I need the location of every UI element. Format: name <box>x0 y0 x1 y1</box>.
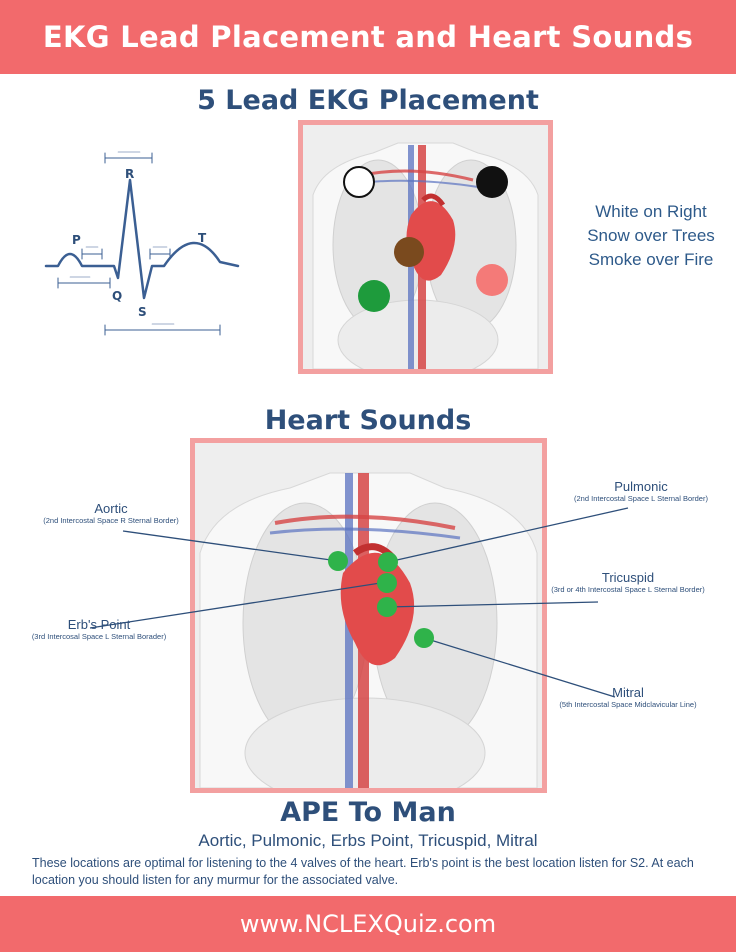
black-lead-electrode <box>476 166 508 198</box>
lead-electrodes <box>343 166 508 312</box>
mitral-point-marker <box>414 628 434 648</box>
tricuspid-label: Tricuspid (3rd or 4th Intercostal Space … <box>522 570 734 594</box>
mnemonic-line-1: White on Right <box>595 202 707 221</box>
ape-mnemonic-title: APE To Man <box>280 797 456 828</box>
aortic-label: Aortic (2nd Intercostal Space R Sternal … <box>16 501 206 525</box>
green-lead-electrode <box>358 280 390 312</box>
aortic-point-marker <box>328 551 348 571</box>
mitral-label: Mitral (5th Intercostal Space Midclavicu… <box>530 685 726 709</box>
aortic-name: Aortic <box>94 501 128 516</box>
pulmonic-name: Pulmonic <box>614 479 668 494</box>
brown-lead-electrode <box>394 237 424 267</box>
aortic-detail: (2nd Intercostal Space R Sternal Border) <box>43 516 179 525</box>
red-lead-electrode <box>476 264 508 296</box>
ekg-label-q: Q <box>112 289 122 303</box>
ekg-waveform-diagram: R P T Q S <box>44 151 240 336</box>
ekg-label-p: P <box>72 233 81 247</box>
ape-mnemonic-subtitle: Aortic, Pulmonic, Erbs Point, Tricuspid,… <box>198 831 538 850</box>
heart-sounds-description: These locations are optimal for listenin… <box>32 856 694 887</box>
mitral-detail: (5th Intercostal Space Midclavicular Lin… <box>559 700 697 709</box>
ekg-section-title: 5 Lead EKG Placement <box>197 85 539 116</box>
mitral-name: Mitral <box>612 685 644 700</box>
erbs-point-marker <box>377 573 397 593</box>
erbs-point-detail: (3rd Intercosal Space L Sternal Borader) <box>31 632 167 641</box>
header-banner: EKG Lead Placement and Heart Sounds <box>0 0 736 74</box>
erbs-point-label: Erb's Point (3rd Intercosal Space L Ster… <box>4 617 194 641</box>
footer-banner: www.NCLEXQuiz.com <box>0 896 736 952</box>
ekg-label-r: R <box>125 167 134 181</box>
erbs-point-name: Erb's Point <box>67 617 131 632</box>
pulmonic-label: Pulmonic (2nd Intercostal Space L Sterna… <box>546 479 736 503</box>
ekg-lead-torso-image <box>298 120 553 374</box>
white-lead-electrode <box>343 166 375 198</box>
tricuspid-point-marker <box>377 597 397 617</box>
mnemonic-line-3: Smoke over Fire <box>588 250 714 269</box>
pulmonic-point-marker <box>378 552 398 572</box>
page-title: EKG Lead Placement and Heart Sounds <box>42 20 694 54</box>
ekg-label-s: S <box>138 305 147 319</box>
pulmonic-detail: (2nd Intercostal Space L Sternal Border) <box>574 494 708 503</box>
ekg-label-t: T <box>198 231 207 245</box>
heart-sounds-title: Heart Sounds <box>264 405 472 436</box>
tricuspid-detail: (3rd or 4th Intercostal Space L Sternal … <box>551 585 705 594</box>
tricuspid-name: Tricuspid <box>601 570 655 585</box>
footer-website: www.NCLEXQuiz.com <box>239 910 497 938</box>
lead-mnemonic: White on Right Snow over Trees Smoke ove… <box>566 200 736 272</box>
mnemonic-line-2: Snow over Trees <box>587 226 715 245</box>
